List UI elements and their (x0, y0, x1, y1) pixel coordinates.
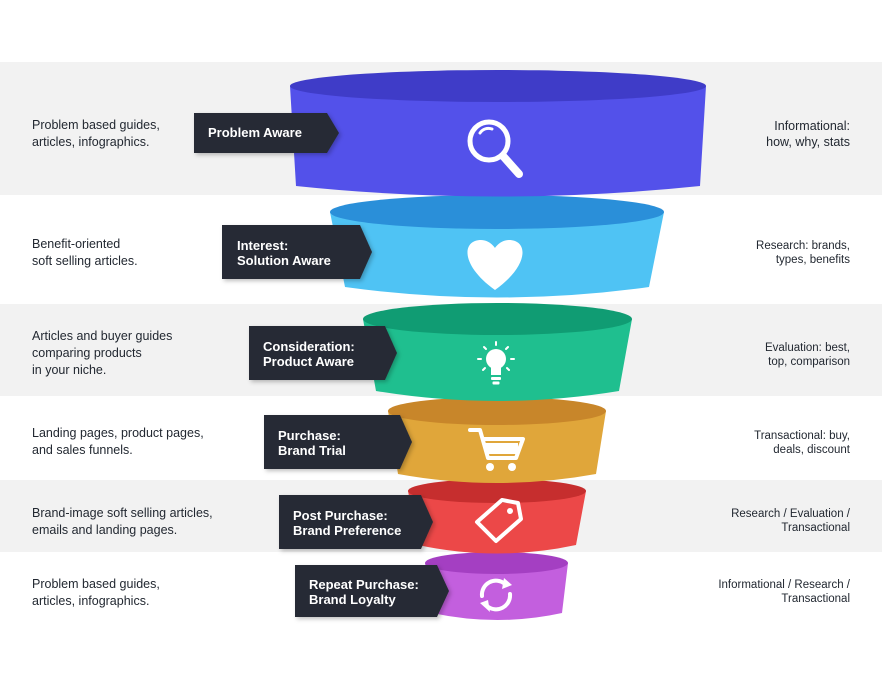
stage-1-tag (194, 113, 339, 153)
magnifier-icon (467, 119, 523, 178)
heart-icon (467, 240, 523, 290)
stage-4-description: Landing pages, product pages, and sales … (32, 426, 204, 457)
stage-2-intent: Research: brands, types, benefits (756, 240, 850, 266)
stage-6-intent: Informational / Research / Transactional (718, 579, 850, 605)
stage-5-label: Post Purchase: Brand Preference (293, 508, 402, 538)
stage-2-label: Interest: Solution Aware (237, 238, 331, 268)
stage-1-intent: Informational: how, why, stats (766, 119, 850, 149)
stage-6-tag (295, 565, 449, 617)
funnel-segment-5 (408, 479, 586, 554)
stage-1-description: Problem based guides, articles, infograp… (32, 118, 160, 149)
stage-4-intent: Transactional: buy, deals, discount (754, 430, 850, 456)
stage-2-description: Benefit-oriented soft selling articles. (32, 237, 138, 268)
stage-3-description: Articles and buyer guides comparing prod… (32, 329, 173, 377)
stage-6-label: Repeat Purchase: Brand Loyalty (309, 577, 419, 607)
funnel-segment-6 (425, 552, 568, 620)
stage-4-tag (264, 415, 412, 469)
price-tag-icon (475, 498, 523, 543)
stage-2-tag (222, 225, 372, 279)
stage-3-tag (249, 326, 397, 380)
lightbulb-icon (477, 341, 515, 385)
funnel-segment-1 (290, 70, 706, 197)
stage-6-description: Problem based guides, articles, infograp… (32, 577, 160, 608)
stage-1-label: Problem Aware (208, 125, 302, 140)
stage-5-intent: Research / Evaluation / Transactional (731, 508, 850, 534)
stage-4-label: Purchase: Brand Trial (278, 428, 346, 458)
stage-5-tag (279, 495, 433, 549)
shopping-cart-icon (468, 428, 525, 471)
stage-3-intent: Evaluation: best, top, comparison (764, 342, 850, 368)
refresh-arrows-icon (479, 578, 513, 612)
stage-3-label: Consideration: Product Aware (263, 339, 355, 369)
stage-5-description: Brand-image soft selling articles, email… (32, 506, 213, 537)
